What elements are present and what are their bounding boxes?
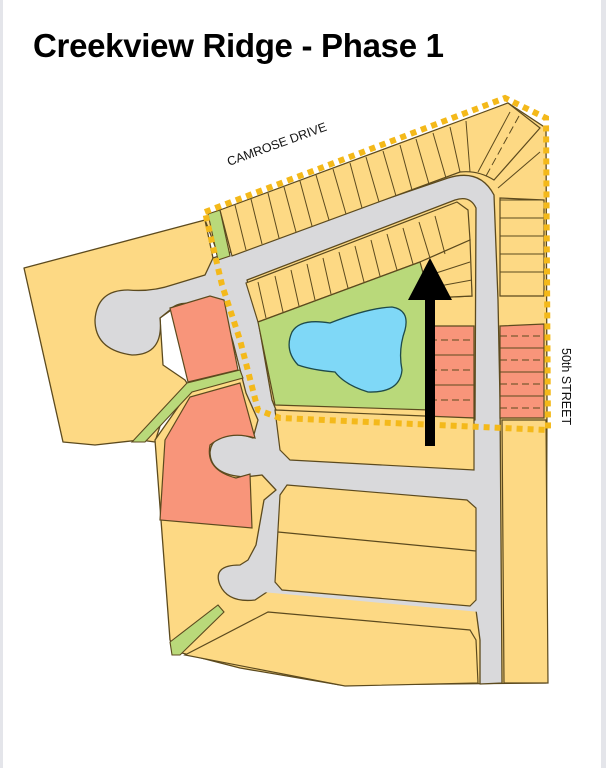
- lot-block-middle: [274, 484, 477, 607]
- lot-block-east-strip: [501, 419, 549, 684]
- lot-lines-north: [234, 111, 541, 251]
- road-horizontal-middle: [268, 460, 480, 495]
- green-strip-southwest: [169, 604, 225, 656]
- street-label-50th-street: 50th STREET: [559, 348, 573, 425]
- lot-lines-east: [500, 199, 544, 297]
- commercial-parcel-northwest: [169, 295, 239, 383]
- green-strip-diagonal-west: [130, 369, 244, 443]
- commercial-parcel-west: [159, 382, 256, 529]
- pond: [288, 306, 407, 393]
- street-label-camrose-drive: CAMROSE DRIVE: [225, 120, 328, 169]
- lot-row-north: [219, 102, 541, 257]
- lot-block-east-phase1: [499, 197, 545, 297]
- commercial-lots-east-of-road: [499, 323, 545, 419]
- commercial-lot-lines: [430, 335, 544, 409]
- arrow-icon: [408, 258, 452, 446]
- phase-1-boundary: [201, 94, 552, 434]
- frame-border-left: [0, 0, 3, 768]
- frame-border-right: [601, 0, 606, 768]
- lot-divider: [277, 531, 477, 552]
- page-title: Creekview Ridge - Phase 1: [33, 27, 444, 64]
- lot-block-south-of-park: [274, 409, 475, 471]
- lot-block-south: [183, 611, 479, 687]
- green-strip-northwest: [207, 209, 231, 261]
